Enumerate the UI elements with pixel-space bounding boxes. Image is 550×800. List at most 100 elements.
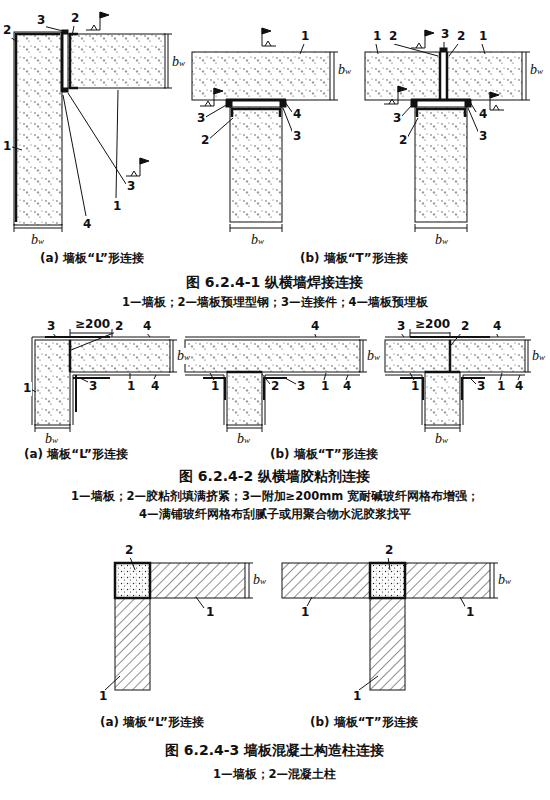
callout-number: 3 — [126, 180, 136, 194]
callout-number: 2 — [460, 320, 470, 334]
callout-number: 4 — [478, 108, 488, 122]
view-caption: (a) 墙板“L”形连接 — [24, 448, 128, 462]
callout-number: 1 — [210, 380, 220, 394]
callout-number: 1 — [352, 690, 362, 704]
dimension-label: bw — [250, 232, 265, 248]
weld-flag — [262, 28, 271, 34]
callout-number: 4 — [150, 380, 160, 394]
callout-number: 1 — [478, 30, 488, 44]
callout-number: 1 — [320, 380, 330, 394]
callout-number: 2 — [384, 544, 394, 558]
callout-number: 1 — [205, 606, 215, 620]
dimension-label: bw — [529, 62, 544, 78]
wall-panel — [68, 34, 165, 88]
weld-symbol — [411, 30, 425, 48]
wall-panel — [14, 32, 62, 225]
callout-number: ≥200 — [414, 318, 451, 332]
weld-symbol — [384, 86, 398, 104]
figure-legend: 1—墙板；2—胶粘剂填满挤紧；3—附加≥200mm 宽耐碱玻纤网格布增强； — [71, 490, 479, 503]
figure-caption: 图 6.2.4-1 纵横墙焊接连接 — [186, 274, 363, 290]
weld-flag — [398, 86, 407, 92]
callout-number: 3 — [392, 112, 402, 126]
figure-caption: 图 6.2.4-3 墙板混凝土构造柱连接 — [165, 742, 384, 758]
view-caption: (b) 墙板“T”形连接 — [270, 448, 378, 462]
callout-number: 2 — [388, 30, 398, 44]
callout-number: 1 — [372, 30, 382, 44]
callout-number: 1 — [300, 30, 310, 44]
callout-number: 4 — [492, 320, 502, 334]
callout-number: 3 — [440, 28, 450, 42]
dimension-label: bw — [171, 54, 186, 70]
view-caption: (a) 墙板“L”形连接 — [40, 252, 144, 266]
callout-number: 2 — [270, 380, 280, 394]
weld-triangle — [493, 105, 499, 110]
weld-triangle — [205, 101, 211, 106]
figure-caption: 图 6.2.4-2 纵横墙胶粘剂连接 — [179, 468, 370, 484]
callout-number: 3 — [476, 380, 486, 394]
weld-symbol — [86, 12, 100, 30]
view-caption: (b) 墙板“T”形连接 — [310, 716, 418, 730]
callout-number: ≥200 — [74, 318, 111, 332]
dimension-label: bw — [44, 431, 59, 447]
dimension-label: bw — [176, 348, 191, 364]
weld-flag — [425, 30, 434, 36]
view-caption: (b) 墙板“T”形连接 — [300, 252, 408, 266]
callout-number: 3 — [396, 320, 406, 334]
callout-number: 2 — [114, 320, 124, 334]
callout-number: 2 — [200, 134, 210, 148]
view-caption: (a) 墙板“L”形连接 — [100, 716, 204, 730]
weld-triangle — [131, 171, 137, 176]
callout-number: 1 — [126, 380, 136, 394]
callout-number: 1 — [496, 380, 506, 394]
callout-number: 1 — [2, 140, 12, 154]
weld-symbol — [126, 158, 140, 176]
figure-legend: 1—墙板；2—混凝土柱 — [213, 768, 336, 781]
weld-symbol — [200, 88, 214, 106]
dimension-label: bw — [434, 431, 449, 447]
weld-triangle — [389, 99, 395, 104]
callout-number: 2 — [124, 544, 134, 558]
callout-number: 1 — [112, 200, 122, 214]
callout-number: 1 — [410, 380, 420, 394]
callout-number: 1 — [465, 606, 475, 620]
weld-flag — [214, 88, 223, 94]
callout-number: 2 — [456, 30, 466, 44]
dimension-label: bw — [531, 348, 546, 364]
weld-symbol — [262, 28, 276, 46]
callout-number: 3 — [196, 112, 206, 126]
callout-number: 4 — [342, 380, 352, 394]
weld-triangle — [416, 43, 422, 48]
dimension-label: bw — [252, 572, 267, 588]
dimension-label: bw — [434, 232, 449, 248]
dimension-label: bw — [337, 62, 352, 78]
callout-number: 4 — [82, 218, 92, 232]
callout-number: 3 — [478, 130, 488, 144]
callout-number: 3 — [292, 130, 302, 144]
callout-number: 3 — [46, 320, 56, 334]
callout-number: 4 — [292, 108, 302, 122]
callout-number: 4 — [310, 320, 320, 334]
callout-number: 2 — [70, 12, 80, 26]
dimension-label: bw — [497, 572, 512, 588]
callout-number: 4 — [514, 380, 524, 394]
callout-number: 1 — [98, 690, 108, 704]
callout-number: 2 — [398, 134, 408, 148]
dimension-label: bw — [236, 431, 251, 447]
callout-number: 1 — [22, 382, 32, 396]
weld-symbol — [490, 92, 504, 110]
figure-legend: 1—墙板；2—墙板预埋型钢；3—连接件；4—墙板预埋板 — [122, 296, 428, 309]
weld-triangle — [91, 25, 97, 30]
weld-flag — [100, 12, 109, 18]
callout-number: 3 — [88, 380, 98, 394]
callout-number: 1 — [300, 606, 310, 620]
callout-number: 4 — [142, 320, 152, 334]
callout-number: 3 — [296, 380, 306, 394]
dimension-label: bw — [366, 348, 381, 364]
figure-legend: 4—满铺玻纤网格布刮腻子或用聚合物水泥胶浆找平 — [139, 508, 411, 521]
dimension-label: bw — [30, 232, 45, 248]
concrete-column — [115, 563, 150, 598]
weld-flag — [140, 158, 149, 164]
callout-number: 2 — [2, 24, 12, 38]
callout-number: 3 — [36, 14, 46, 28]
